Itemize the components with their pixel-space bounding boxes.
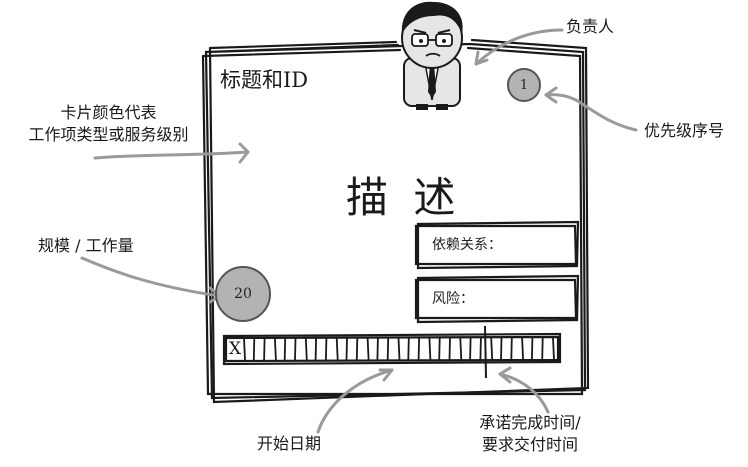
timeline-tick: [552, 337, 555, 361]
annotation-due-date-line2: 要求交付时间: [481, 435, 578, 454]
dependencies-label: 依赖关系：: [432, 237, 502, 253]
timeline-tick: [479, 337, 482, 361]
timeline-ticks: [243, 337, 555, 361]
timeline-tick: [366, 337, 370, 361]
timeline-start-mark: X: [229, 339, 242, 359]
timeline-tick: [541, 337, 544, 361]
card-border: [201, 38, 590, 404]
timeline-tick: [345, 337, 348, 361]
arrow-size: [80, 256, 222, 298]
timeline-tick: [283, 337, 287, 361]
annotation-card-color-line2: 工作项类型或服务级别: [28, 125, 189, 144]
timeline-tick: [500, 337, 503, 361]
size-value: 20: [234, 286, 252, 302]
annotation-due-date: 承诺完成时间/ 要求交付时间: [460, 412, 600, 456]
timeline-tick: [355, 337, 359, 361]
timeline-tick: [407, 337, 410, 361]
assignee-avatar: [401, 1, 463, 110]
timeline-strip: [222, 332, 562, 366]
annotation-due-date-line1: 承诺完成时间/: [479, 413, 581, 432]
timeline-tick: [459, 337, 463, 361]
annotation-assignee: 负责人: [566, 17, 615, 36]
timeline-tick: [294, 337, 297, 361]
size-circle: 20: [215, 266, 271, 322]
timeline-tick: [386, 337, 390, 361]
risk-box-outline: [414, 274, 580, 324]
timeline-tick: [397, 337, 401, 361]
annotation-card-color: 卡片颜色代表 工作项类型或服务级别: [6, 102, 211, 146]
timeline-tick: [335, 337, 339, 361]
timeline-tick: [469, 337, 472, 361]
timeline-tick: [428, 337, 432, 361]
timeline-tick: [448, 337, 451, 361]
timeline-tick: [376, 337, 379, 361]
timeline-tick: [252, 337, 256, 361]
timeline-tick: [521, 337, 524, 361]
timeline-tick: [490, 337, 494, 361]
arrow-due-date: [498, 372, 550, 414]
arrow-card-color: [93, 150, 250, 160]
annotation-size: 规模 / 工作量: [38, 236, 134, 255]
timeline-tick: [325, 337, 328, 361]
arrow-assignee: [474, 28, 564, 66]
timeline-tick: [243, 337, 246, 361]
priority-value: 1: [519, 77, 529, 93]
timeline-tick: [417, 337, 420, 361]
dependencies-box-outline: [414, 220, 580, 270]
annotation-priority: 优先级序号: [644, 121, 725, 140]
timeline-tick: [304, 337, 308, 361]
timeline-tick: [263, 337, 266, 361]
card-description: 描 述: [346, 173, 462, 222]
priority-circle: 1: [507, 68, 541, 102]
due-date-marker: [484, 325, 487, 379]
annotation-card-color-line1: 卡片颜色代表: [60, 103, 157, 122]
timeline-tick: [314, 337, 317, 361]
annotation-start-date: 开始日期: [257, 434, 322, 453]
timeline-tick: [438, 337, 441, 361]
risk-label: 风险：: [432, 291, 474, 307]
timeline-tick: [531, 337, 534, 361]
arrow-priority: [544, 93, 638, 132]
timeline-tick: [274, 337, 277, 361]
arrow-start-date: [316, 368, 394, 434]
card-title-id: 标题和ID: [220, 68, 309, 92]
timeline-tick: [510, 337, 513, 361]
